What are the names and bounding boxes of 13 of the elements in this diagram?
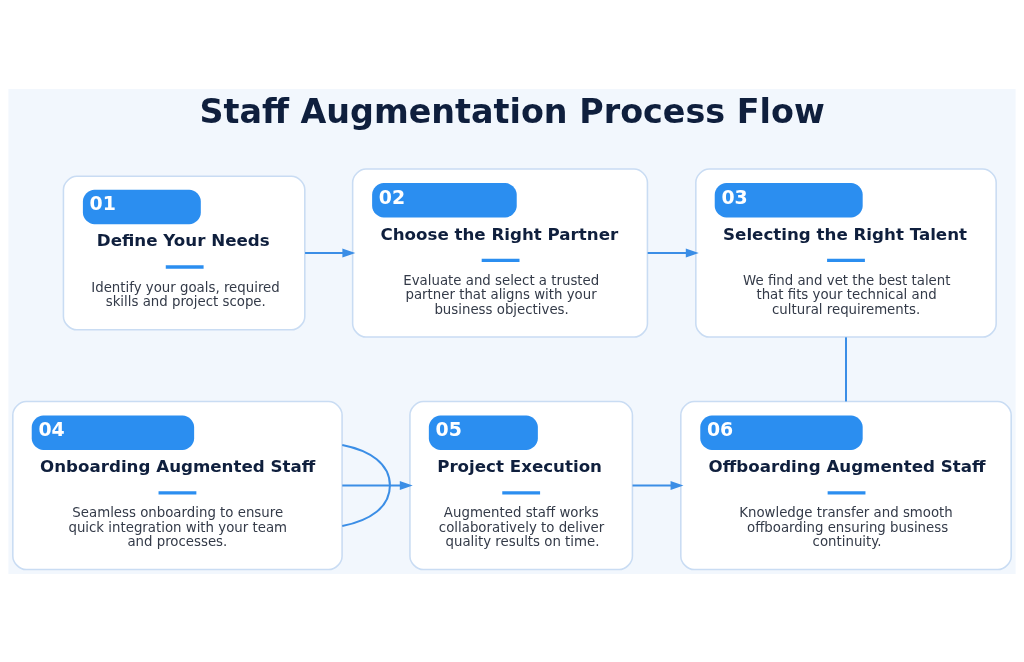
diagram-title: Staff Augmentation Process Flow	[199, 91, 825, 131]
node-box: 04 Onboarding Augmented Staff Seamless onboarding to ensure quick integration with your team and processes.	[12, 400, 343, 570]
connector	[341, 443, 391, 527]
node-box: 06 Offboarding Augmented Staff Knowledge transfer and smooth offboarding ensuring business continuity.	[680, 400, 1012, 570]
node-box: 02 Choose the Right Partner Evaluate and select a trusted partner that aligns with your business objectives.	[351, 167, 649, 338]
node-box: 01 Define Your Needs Identify your goals, required skills and project scope.	[62, 175, 306, 331]
arrow	[341, 480, 413, 490]
arrow	[304, 248, 356, 258]
arrow	[631, 480, 684, 490]
node-box: 05 Project Execution Augmented staff works collaboratively to deliver quality results on time.	[409, 400, 634, 570]
node-box: 03 Selecting the Right Talent We find and vet the best talent that fits your technical and cultural requirements.	[695, 167, 997, 338]
arrow	[646, 248, 699, 258]
connector	[845, 335, 847, 402]
